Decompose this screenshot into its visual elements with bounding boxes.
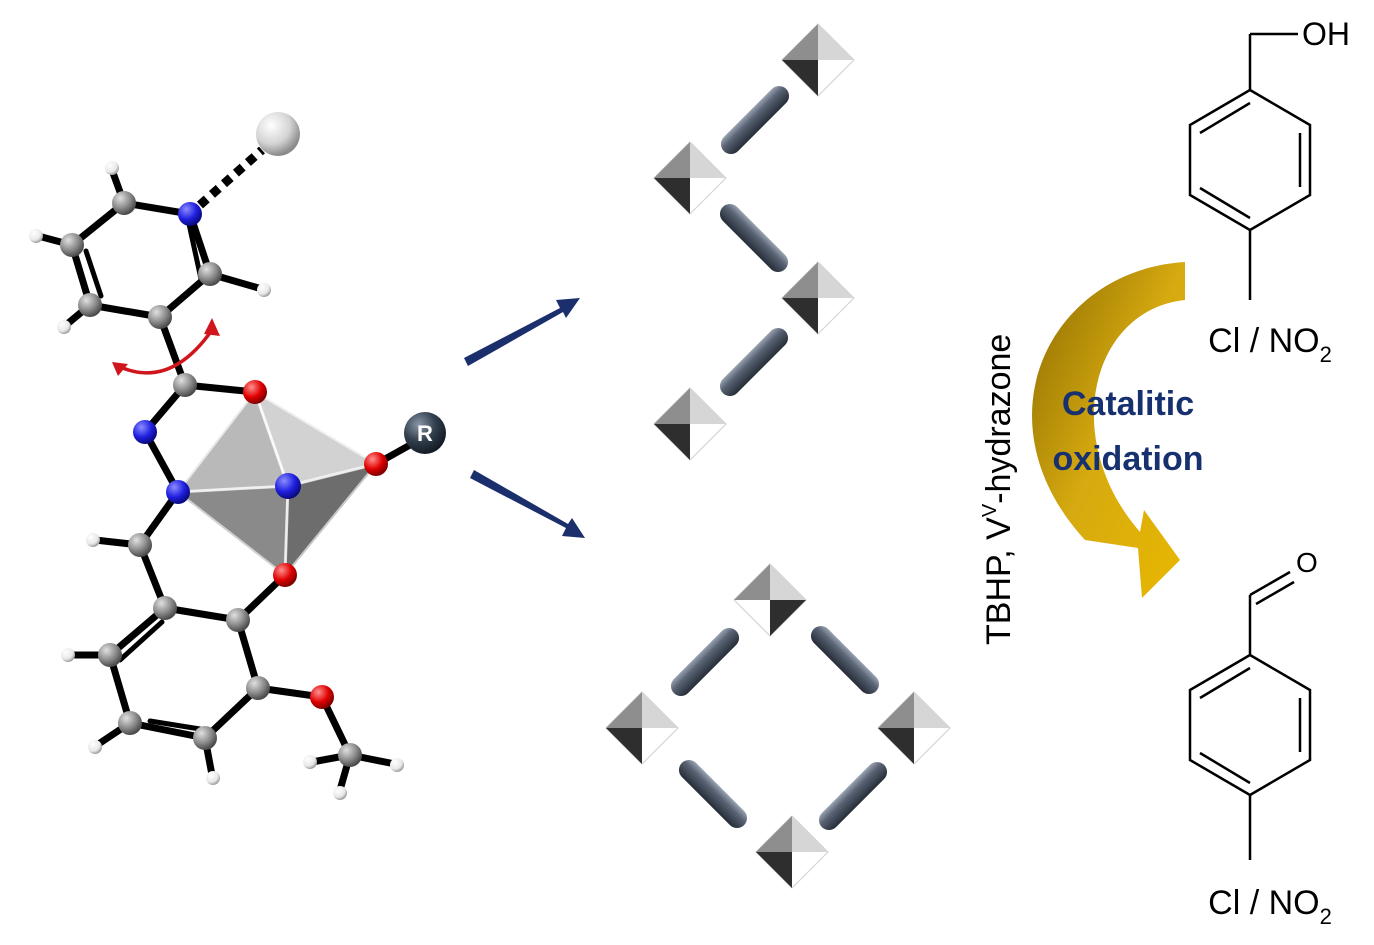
product-para-label: Cl / NO2 <box>1208 884 1332 929</box>
hydrogen-atom <box>206 771 220 785</box>
square-ring <box>605 563 951 889</box>
oxygen-atom <box>273 563 297 587</box>
reaction-conditions: TBHP, VV-hydrazone <box>979 334 1018 645</box>
oxygen-atom <box>243 380 267 404</box>
ring-node <box>877 691 951 765</box>
chain-rod <box>719 327 789 397</box>
carbon-atom <box>60 233 84 257</box>
carbon-atom <box>118 711 142 735</box>
r-label: R <box>417 421 433 446</box>
product-carbonyl-label: O <box>1296 547 1318 578</box>
nitrogen-atom <box>133 420 157 444</box>
r-substituent: R <box>404 412 446 454</box>
carbon-atom <box>128 533 152 557</box>
molecule-atoms <box>29 112 404 800</box>
hydrogen-atom <box>303 755 317 769</box>
rotation-arrow <box>112 318 220 376</box>
reactant-para-label: Cl / NO2 <box>1208 322 1332 367</box>
chain-rod <box>719 203 789 273</box>
product-structure <box>1188 570 1312 860</box>
carbon-atom <box>153 596 177 620</box>
reactant-hydroxyl-label: OH <box>1302 16 1350 52</box>
catalytic-label-line1: Catalitic <box>1062 385 1194 423</box>
chain-rod <box>720 85 790 155</box>
hydrogen-atom <box>61 648 75 662</box>
nitrogen-atom <box>166 480 190 504</box>
ring-node <box>605 691 679 765</box>
hydrazone-complex: R <box>29 112 446 800</box>
coordination-bond <box>197 146 265 209</box>
catalytic-arrow <box>1032 262 1185 598</box>
hydrogen-atom <box>88 740 102 754</box>
catalytic-label-line2: oxidation <box>1052 440 1203 478</box>
hydrogen-atom <box>390 758 404 772</box>
carbon-atom <box>198 262 222 286</box>
carbon-atom <box>148 305 172 329</box>
structure-arrows <box>464 298 585 538</box>
octahedron-edges <box>177 391 377 576</box>
ring-rod <box>678 759 748 829</box>
ring-rod <box>810 625 880 695</box>
nitrogen-atom <box>275 473 301 499</box>
hydrogen-atom <box>86 533 100 547</box>
reactant-structure <box>1188 32 1312 300</box>
hydrogen-atom <box>257 283 271 297</box>
ring-rod <box>818 761 888 831</box>
vanadium-octahedron <box>175 389 379 578</box>
chain-node <box>653 387 727 461</box>
chain-node <box>781 261 855 335</box>
ring-rod <box>670 627 740 697</box>
arrow-to-square <box>470 470 585 538</box>
ring-node <box>733 563 807 637</box>
metal-ion-ball <box>256 112 300 156</box>
arrow-to-chain <box>464 298 580 366</box>
chain-node <box>653 141 727 215</box>
hydrogen-atom <box>29 229 43 243</box>
oxygen-atom <box>364 452 388 476</box>
carbon-atom <box>246 676 270 700</box>
hydrogen-atom <box>333 786 347 800</box>
carbon-atom <box>112 191 136 215</box>
carbon-atom <box>173 373 197 397</box>
carbon-atom <box>226 608 250 632</box>
nitrogen-atom <box>178 202 202 226</box>
ring-node <box>755 815 829 889</box>
chain-node <box>781 23 855 97</box>
carbon-atom <box>98 643 122 667</box>
hydrogen-atom <box>105 161 119 175</box>
catalytic-oxidation: TBHP, VV-hydrazone Catalitic oxidation O… <box>979 16 1350 929</box>
zigzag-chain <box>653 23 855 461</box>
hydrogen-atom <box>57 320 71 334</box>
carbon-atom <box>193 726 217 750</box>
carbon-atom <box>338 743 362 767</box>
oxygen-atom <box>310 685 334 709</box>
carbon-atom <box>78 293 102 317</box>
